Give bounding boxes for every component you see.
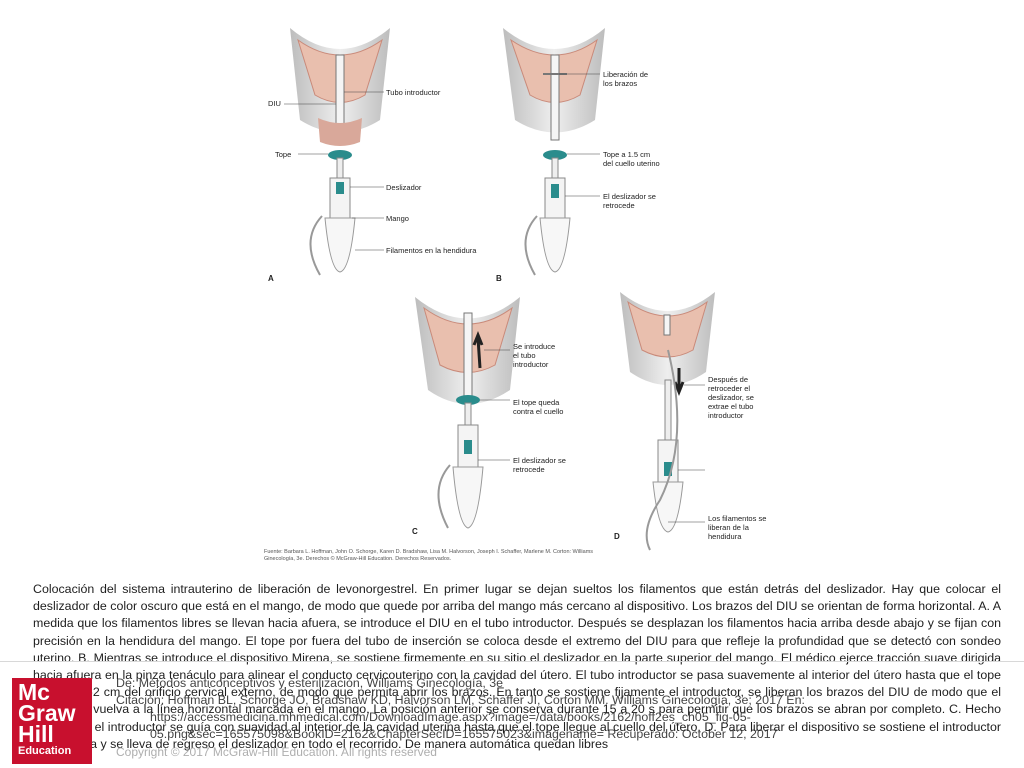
panel-d-drawing	[620, 292, 715, 551]
label-tope-cuello: Tope a 1.5 cm del cuello uterino	[603, 150, 660, 168]
label-deslizador-retrocede: El deslizador se retrocede	[603, 192, 656, 210]
panel-a-drawing	[284, 28, 390, 276]
label-deslizador-retrocede-c: El deslizador se retrocede	[513, 456, 566, 474]
label-filamentos: Filamentos en la hendidura	[386, 246, 477, 255]
figure-source: Fuente: Barbara L. Hoffman, John O. Scho…	[264, 549, 594, 562]
panel-letter-c: C	[412, 527, 418, 536]
label-tope-contra-cuello: El tope queda contra el cuello	[513, 398, 564, 416]
label-se-introduce: Se introduce el tubo introductor	[513, 342, 556, 369]
panel-c-drawing	[415, 297, 520, 529]
overlay-from: De: Métodos anticonceptivos y esteriliza…	[116, 676, 504, 690]
divider	[0, 661, 1024, 662]
label-despues-retroceder: Después de retroceder el deslizador, se …	[708, 375, 754, 420]
overlay-url-line1[interactable]: https://accessmedicina.mhmedical.com/Dow…	[150, 710, 751, 724]
label-mango: Mango	[386, 214, 409, 223]
panel-letter-b: B	[496, 274, 502, 283]
mcgraw-hill-logo: Mc Graw Hill Education	[12, 678, 92, 764]
panel-b-drawing	[503, 28, 605, 276]
panel-letter-d: D	[614, 532, 620, 541]
label-deslizador: Deslizador	[386, 183, 422, 192]
label-tubo-introductor: Tubo introductor	[386, 88, 441, 97]
label-filamentos-liberan: Los filamentos se liberan de la hendidur…	[708, 514, 767, 541]
medical-figure: DIU Tubo introductor Tope Deslizador Man…	[264, 28, 767, 562]
label-liberacion-brazos: Liberación de los brazos	[603, 70, 649, 88]
figure-caption: Colocación del sistema intrauterino de l…	[33, 582, 1001, 751]
copyright-notice: Copyright © 2017 McGraw-Hill Education. …	[116, 745, 437, 759]
label-diu: DIU	[268, 99, 281, 108]
label-tope: Tope	[275, 150, 292, 159]
overlay-url-line2[interactable]: 05.png&sec=165575098&BookID=2162&Chapter…	[150, 727, 778, 741]
panel-letter-a: A	[268, 274, 274, 283]
overlay-citation: Citación: Hoffman BL, Schorge JO, Bradsh…	[116, 693, 805, 707]
iud-illustration	[284, 28, 715, 551]
